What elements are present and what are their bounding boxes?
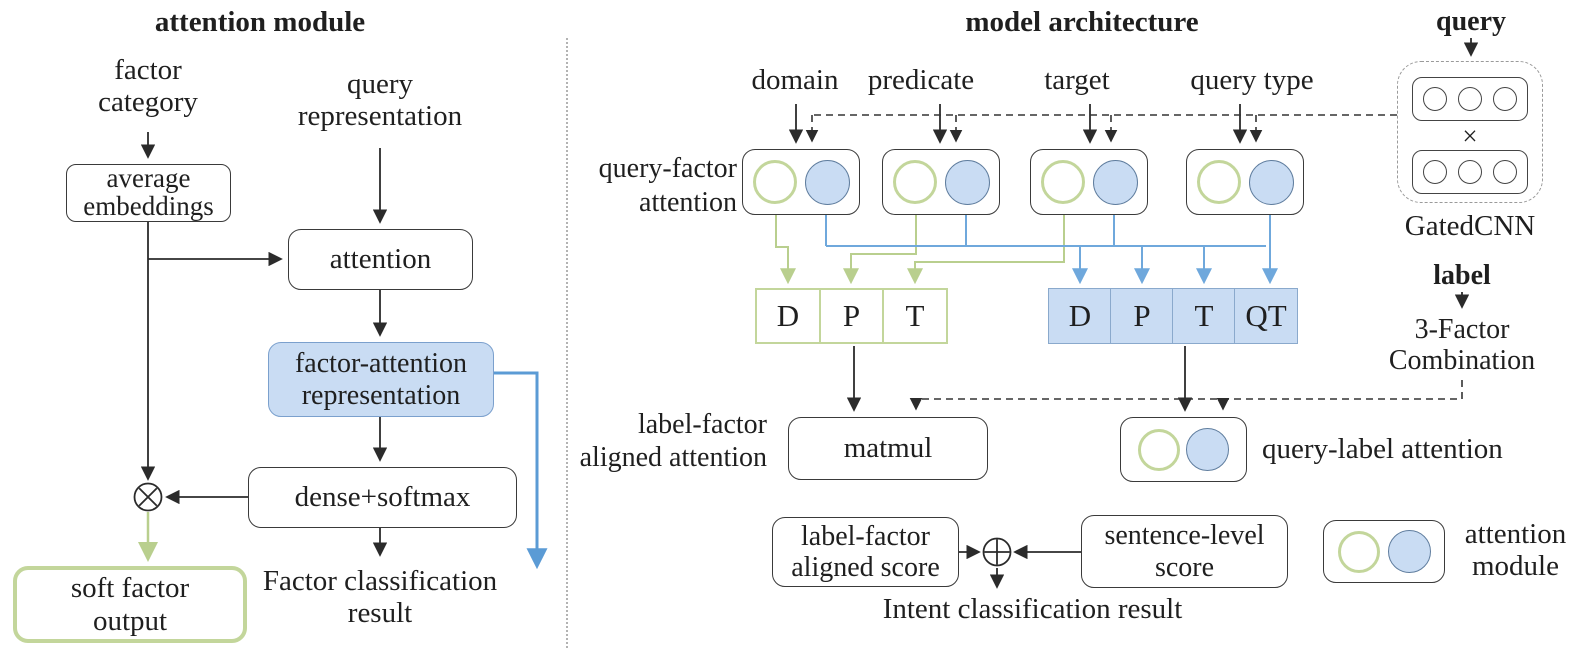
attention-box: attention <box>288 229 473 290</box>
unit-circle-icon <box>1423 87 1447 111</box>
green-circle-icon <box>1196 160 1241 204</box>
factor-attention-representation-box: factor-attention representation <box>268 342 494 417</box>
attention-module-box-domain <box>742 149 860 215</box>
label-factor-aligned-attention-label: label-factor aligned attention <box>579 409 767 474</box>
green-circle-icon <box>752 160 797 204</box>
blue-circle-icon <box>1092 159 1138 205</box>
green-circle-icon <box>1337 530 1380 573</box>
blue-circle-icon <box>1248 159 1294 205</box>
green-circle-icon <box>1040 160 1085 204</box>
average-embeddings-box: average embeddings <box>66 164 231 222</box>
query-input-label: query <box>1436 6 1506 37</box>
gatedcnn-box <box>1397 61 1543 203</box>
unit-circle-icon <box>1458 87 1482 111</box>
input-label-domain: domain <box>751 64 839 96</box>
blue-cell-P: P <box>1110 288 1174 344</box>
attention-module-box-predicate <box>882 149 1000 215</box>
right-panel-title: model architecture <box>965 6 1199 38</box>
intent-classification-result-label: Intent classification result <box>882 593 1183 625</box>
blue-factor-connectors <box>825 215 1278 285</box>
sentence-level-score-box: sentence-level score <box>1081 515 1288 588</box>
unit-circle-icon <box>1493 87 1517 111</box>
panel-divider <box>566 38 568 648</box>
unit-circle-icon <box>1423 160 1447 184</box>
blue-circle-icon <box>944 159 990 205</box>
input-label-query-type: query type <box>1190 64 1314 96</box>
soft-factor-output-box: soft factor output <box>13 566 247 643</box>
blue-cell-QT: QT <box>1234 288 1298 344</box>
green-cell-P: P <box>818 288 885 344</box>
label-input-label: label <box>1433 260 1491 291</box>
query-label-attention-label: query-label attention <box>1262 433 1503 465</box>
three-factor-combination-label: 3-Factor Combination <box>1388 314 1536 377</box>
legend-attention-module-box <box>1323 520 1445 583</box>
green-cell-D: D <box>755 288 821 344</box>
attention-module-box-target <box>1030 149 1148 215</box>
label-factor-aligned-score-box: label-factor aligned score <box>772 517 959 587</box>
green-factor-connectors <box>775 215 1065 285</box>
multiply-node <box>133 482 163 512</box>
input-label-target: target <box>1044 64 1110 96</box>
left-panel-title: attention module <box>154 6 366 38</box>
gatedcnn-vector-top <box>1412 77 1528 121</box>
query-label-attention-box <box>1120 417 1247 482</box>
blue-cell-D: D <box>1048 288 1112 344</box>
factor-classification-result-label: Factor classification result <box>262 565 498 630</box>
matmul-box: matmul <box>788 417 988 480</box>
legend-attention-module-label: attention module <box>1464 518 1567 583</box>
attention-module-box-query-type <box>1186 149 1304 215</box>
blue-circle-icon <box>1387 530 1431 573</box>
gate-multiply-symbol: × <box>1462 121 1478 151</box>
plus-node <box>982 537 1012 567</box>
green-circle-icon <box>892 160 937 204</box>
unit-circle-icon <box>1458 160 1482 184</box>
factor-category-label: factor category <box>98 54 198 119</box>
query-representation-label: query representation <box>297 68 463 133</box>
green-cell-T: T <box>882 288 948 344</box>
blue-circle-icon <box>804 159 850 205</box>
dense-softmax-box: dense+softmax <box>248 467 517 528</box>
query-factor-attention-label: query-factor attention <box>598 153 737 218</box>
gatedcnn-vector-bottom <box>1412 150 1528 194</box>
unit-circle-icon <box>1493 160 1517 184</box>
blue-cell-T: T <box>1172 288 1236 344</box>
gatedcnn-label: GatedCNN <box>1404 210 1536 242</box>
green-circle-icon <box>1138 428 1180 471</box>
input-label-predicate: predicate <box>867 64 975 96</box>
blue-circle-icon <box>1186 428 1229 471</box>
